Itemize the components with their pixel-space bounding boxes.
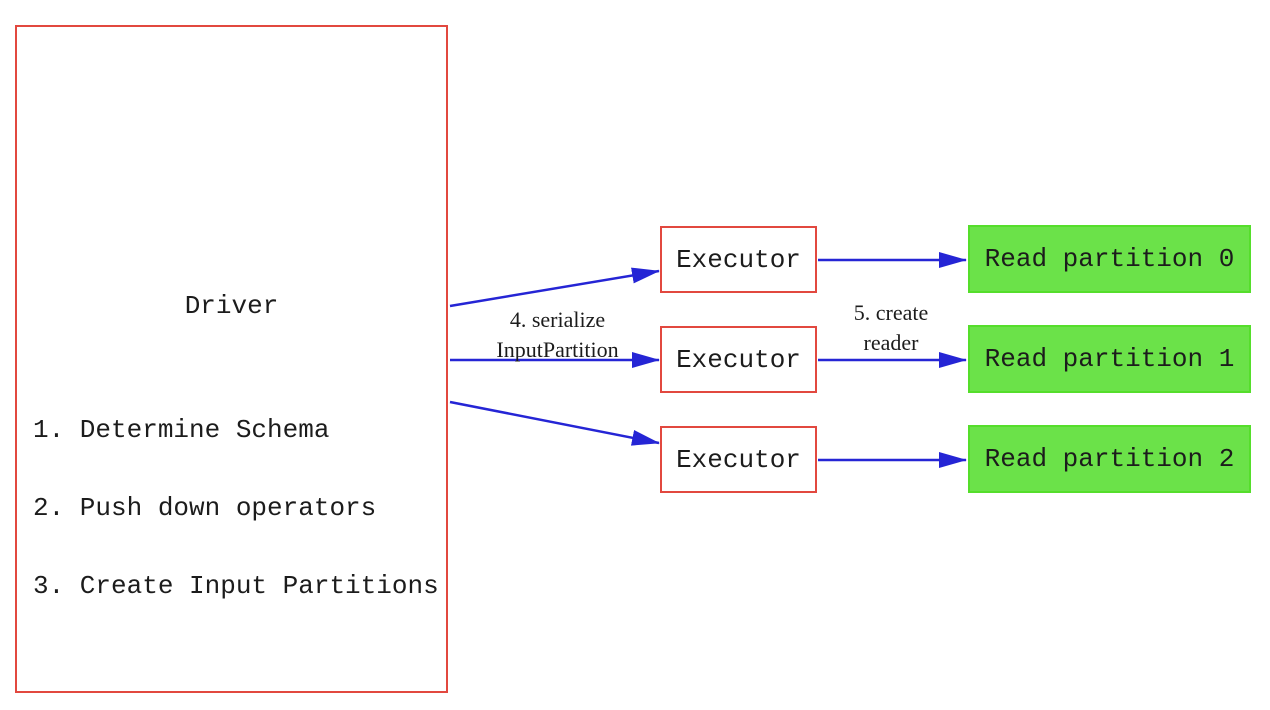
executor-node-2: Executor bbox=[660, 426, 817, 493]
arrow-driver-to-executor-2 bbox=[449, 400, 660, 446]
read-partition-node-1: Read partition 1 bbox=[968, 325, 1251, 393]
edge-label-create-reader: 5. create reader bbox=[791, 298, 991, 358]
arrow-driver-to-executor-0 bbox=[449, 267, 660, 308]
executor-label: Executor bbox=[676, 444, 801, 475]
read-partition-label: Read partition 2 bbox=[984, 444, 1235, 474]
read-partition-node-2: Read partition 2 bbox=[968, 425, 1251, 493]
driver-title: Driver bbox=[184, 291, 279, 321]
read-partition-label: Read partition 0 bbox=[984, 244, 1235, 274]
driver-step-1: 1. Determine Schema bbox=[33, 415, 330, 445]
executor-node-0: Executor bbox=[660, 226, 817, 293]
edge-label-line: reader bbox=[863, 330, 919, 355]
driver-node: Driver 1. Determine Schema 2. Push down … bbox=[15, 25, 448, 693]
edge-label-line: InputPartition bbox=[496, 337, 619, 362]
edge-label-line: 5. create bbox=[853, 300, 929, 325]
executor-label: Executor bbox=[676, 344, 801, 375]
executor-node-1: Executor bbox=[660, 326, 817, 393]
edge-label-line: 4. serialize bbox=[509, 307, 606, 332]
read-partition-label: Read partition 1 bbox=[984, 344, 1235, 374]
read-partition-node-0: Read partition 0 bbox=[968, 225, 1251, 293]
driver-step-3: 3. Create Input Partitions bbox=[33, 571, 439, 601]
driver-step-2: 2. Push down operators bbox=[33, 493, 377, 523]
edge-label-serialize-inputpartition: 4. serialize InputPartition bbox=[450, 305, 665, 365]
executor-label: Executor bbox=[676, 244, 801, 275]
driver-steps: 1. Determine Schema 2. Push down operato… bbox=[33, 365, 439, 651]
